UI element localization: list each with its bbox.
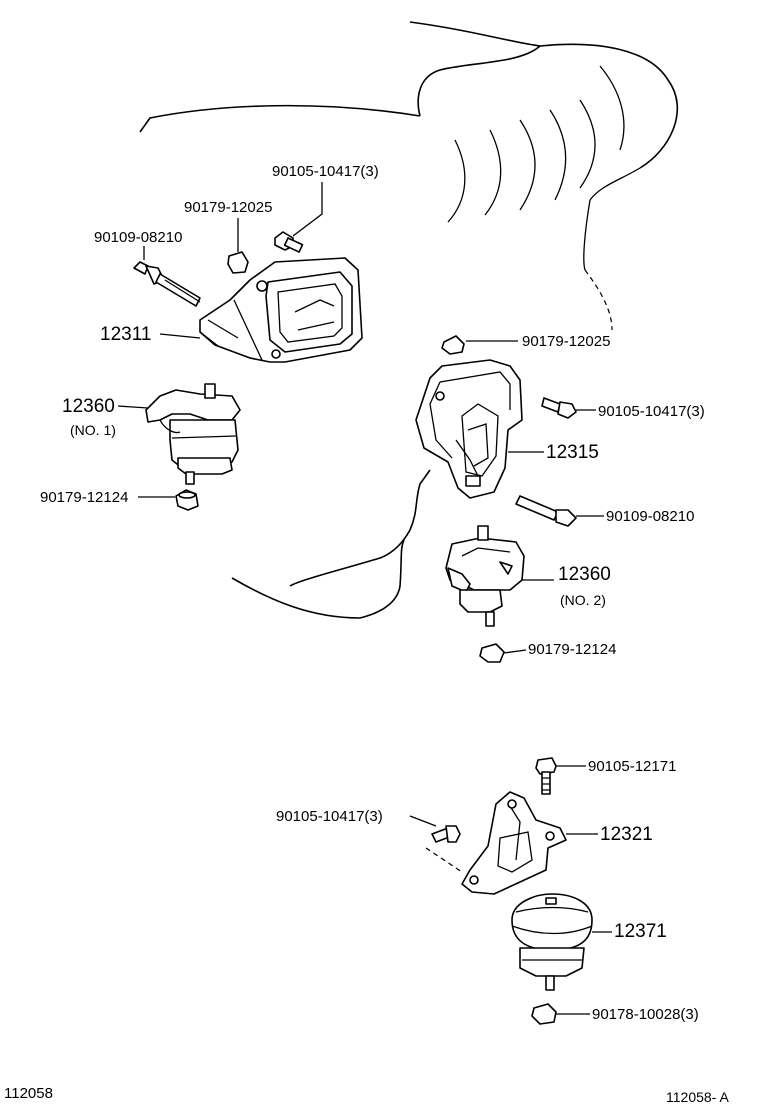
engine-mount-no1-icon (145, 383, 241, 485)
part-label: 90178-10028(3) (592, 1006, 699, 1023)
engine-mount-12371-icon (511, 893, 593, 991)
bolt-icon (535, 757, 557, 795)
part-label: 90105-10417(3) (276, 808, 383, 825)
part-label: 12360 (62, 396, 115, 417)
nut-icon (531, 1003, 557, 1025)
part-label: 90179-12124 (528, 641, 616, 658)
part-label: 12371 (614, 921, 667, 942)
long-bolt-icon (133, 261, 201, 307)
part-label: 90109-08210 (606, 508, 694, 525)
bolt-icon (431, 825, 461, 843)
engine-outline (139, 21, 679, 619)
long-bolt-icon (515, 495, 577, 527)
part-label: 12321 (600, 824, 653, 845)
bolt-icon (541, 397, 577, 419)
diagram-ref: 112058- A (666, 1089, 729, 1105)
part-label: 90109-08210 (94, 229, 182, 246)
nut-icon (441, 335, 465, 355)
bracket-12321-icon (461, 791, 567, 895)
part-note: (NO. 1) (70, 422, 116, 438)
bracket-12315-icon (415, 359, 523, 499)
nut-icon (227, 251, 249, 274)
part-label: 90105-10417(3) (598, 403, 705, 420)
part-label: 90105-10417(3) (272, 163, 379, 180)
part-note: (NO. 2) (560, 592, 606, 608)
part-label: 12311 (100, 324, 151, 345)
engine-mount-no2-icon (445, 525, 525, 627)
nut-icon (479, 643, 505, 663)
nut-icon (175, 489, 199, 511)
part-label: 12315 (546, 442, 599, 463)
bolt-icon (274, 231, 304, 253)
part-label: 90179-12025 (522, 333, 610, 350)
diagram-id: 112058 (4, 1085, 53, 1102)
part-label: 90105-12171 (588, 758, 676, 775)
part-label: 12360 (558, 564, 611, 585)
part-label: 90179-12025 (184, 199, 272, 216)
bracket-12311-icon (199, 257, 363, 363)
part-label: 90179-12124 (40, 489, 128, 506)
